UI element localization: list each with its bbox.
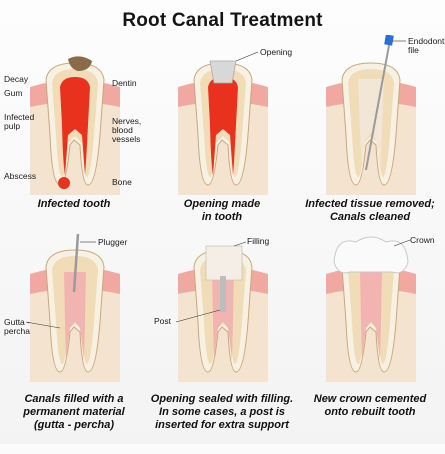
infected-pulp xyxy=(60,77,90,175)
label-decay: Decay xyxy=(4,74,29,84)
abscess xyxy=(58,177,70,189)
label-nerves: Nerves, blood vessels xyxy=(112,116,142,144)
new-crown xyxy=(333,236,409,274)
label-filling: Filling xyxy=(247,236,270,246)
caption-canals-cleaned: Infected tissue removed; Canals cleaned xyxy=(305,198,435,223)
label-gutta-percha: Gutta - percha xyxy=(4,317,30,336)
decay-spot xyxy=(68,56,92,71)
panel-new-crown: Crown New crown cemented onto rebuilt to… xyxy=(296,232,444,454)
panel-infected-tooth: Decay Gum Infected pulp Abscess Dentin N… xyxy=(0,35,148,257)
endodontic-file xyxy=(365,39,391,171)
post xyxy=(220,276,226,312)
label-plugger: Plugger xyxy=(98,237,128,247)
caption-new-crown: New crown cemented onto rebuilt tooth xyxy=(313,393,427,418)
sealed-tooth-illustration xyxy=(175,241,268,382)
label-gum: Gum xyxy=(4,88,23,98)
label-dentin: Dentin xyxy=(112,78,137,88)
caption-canals-filled: Canals filled with a permanent material … xyxy=(23,393,125,431)
root-canal-diagram: Root Canal Treatment Decay Gum Infected … xyxy=(0,0,445,444)
label-opening: Opening xyxy=(260,47,293,57)
caption-opening-sealed: Opening sealed with filling. In some cas… xyxy=(150,393,294,431)
filled-canals-illustration xyxy=(25,233,120,382)
label-crown: Crown xyxy=(410,235,435,245)
label-infected-pulp: Infected pulp xyxy=(4,112,35,131)
file-handle xyxy=(384,35,394,46)
diagram-title: Root Canal Treatment xyxy=(122,10,323,31)
opening-tooth-illustration xyxy=(178,51,268,195)
gutta-percha-filling xyxy=(64,272,86,360)
infected-tooth-illustration xyxy=(30,56,120,195)
plugger-tool xyxy=(72,233,80,293)
label-endodontic-file: Endodontic file xyxy=(408,36,445,55)
caption-opening-made: Opening made in tooth xyxy=(183,198,261,223)
gutta-percha-filling xyxy=(360,272,382,360)
label-abscess: Abscess xyxy=(4,171,37,181)
panel-opening-sealed: Filling Post Opening sealed with filling… xyxy=(148,232,296,454)
panel-opening-made: Opening Opening made in tooth xyxy=(148,35,296,257)
panel-canals-cleaned: Endodontic file Infected tissue removed;… xyxy=(296,35,445,257)
filling-block xyxy=(205,245,243,281)
caption-infected-tooth: Infected tooth xyxy=(37,198,111,210)
label-bone: Bone xyxy=(112,177,132,187)
access-opening xyxy=(209,60,237,84)
cleaned-tooth-illustration xyxy=(326,35,416,195)
infected-pulp xyxy=(208,77,238,175)
gutta-percha-filling xyxy=(212,272,234,360)
crowned-tooth-illustration xyxy=(326,236,416,382)
label-post: Post xyxy=(154,316,172,326)
panel-canals-filled: Plugger Gutta - percha Canals filled wit… xyxy=(0,232,148,454)
